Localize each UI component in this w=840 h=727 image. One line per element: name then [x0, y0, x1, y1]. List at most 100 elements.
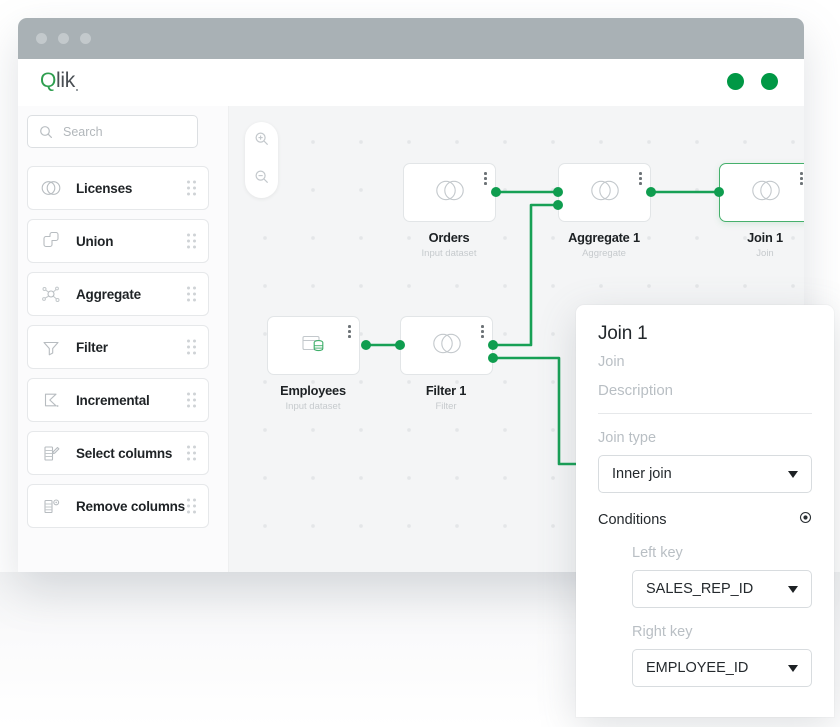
drag-handle-select-columns[interactable]	[187, 446, 196, 461]
window-close-dot[interactable]	[36, 33, 47, 44]
node-menu-employees[interactable]	[348, 325, 351, 338]
port-aggregate-1-out[interactable]	[646, 187, 656, 197]
description-field[interactable]: Description	[598, 382, 812, 399]
tool-label-union: Union	[76, 234, 113, 249]
chevron-down-icon	[788, 471, 798, 478]
join-type-select[interactable]: Inner join	[598, 455, 812, 493]
node-filter-1[interactable]	[400, 316, 493, 375]
drag-handle-remove-columns[interactable]	[187, 499, 196, 514]
logo-q-letter: Q	[40, 69, 56, 92]
panel-title: Join 1	[598, 323, 812, 345]
tool-item-remove-columns[interactable]: Remove columns	[27, 484, 209, 528]
tool-label-filter: Filter	[76, 340, 108, 355]
database-icon	[297, 330, 331, 361]
chevron-down-icon	[788, 586, 798, 593]
tool-label-licenses: Licenses	[76, 181, 132, 196]
select-columns-icon	[40, 442, 62, 464]
search-input[interactable]: Search	[27, 115, 198, 148]
drag-handle-filter[interactable]	[187, 340, 196, 355]
venn-circles-icon	[433, 177, 467, 208]
tool-item-filter[interactable]: Filter	[27, 325, 209, 369]
panel-divider	[598, 413, 812, 414]
node-aggregate-1[interactable]	[558, 163, 651, 222]
node-subtitle-employees: Input dataset	[243, 401, 383, 412]
header-actions	[727, 73, 778, 90]
node-subtitle-filter-1: Filter	[376, 401, 516, 412]
node-title-filter-1: Filter 1	[376, 383, 516, 398]
node-caption-orders: Orders Input dataset	[379, 230, 519, 259]
tool-item-aggregate[interactable]: Aggregate	[27, 272, 209, 316]
node-title-aggregate-1: Aggregate 1	[534, 230, 674, 245]
port-employees-out[interactable]	[361, 340, 371, 350]
port-orders-out[interactable]	[491, 187, 501, 197]
venn-circles-icon	[749, 177, 783, 208]
venn-circles-icon	[430, 330, 464, 361]
remove-columns-icon	[40, 495, 62, 517]
port-join-1-in[interactable]	[714, 187, 724, 197]
chevron-down-icon	[788, 665, 798, 672]
tool-label-incremental: Incremental	[76, 393, 150, 408]
aggregate-nodes-icon	[40, 283, 62, 305]
incremental-icon	[40, 389, 62, 411]
logo-trademark-dot	[76, 89, 78, 91]
node-subtitle-orders: Input dataset	[379, 248, 519, 259]
window-traffic-lights	[36, 33, 91, 44]
target-icon[interactable]	[799, 511, 812, 529]
node-employees[interactable]	[267, 316, 360, 375]
left-key-value: SALES_REP_ID	[646, 581, 753, 597]
node-join-1[interactable]	[719, 163, 804, 222]
conditions-row: Conditions	[598, 511, 812, 529]
node-title-orders: Orders	[379, 230, 519, 245]
right-key-label: Right key	[632, 624, 812, 640]
port-aggregate-1-in-top[interactable]	[553, 187, 563, 197]
tool-item-select-columns[interactable]: Select columns	[27, 431, 209, 475]
status-dot-2-icon[interactable]	[761, 73, 778, 90]
tool-item-union[interactable]: Union	[27, 219, 209, 263]
tool-label-remove-columns: Remove columns	[76, 499, 185, 514]
funnel-icon	[40, 336, 62, 358]
window-minimize-dot[interactable]	[58, 33, 69, 44]
node-title-employees: Employees	[243, 383, 383, 398]
tool-item-incremental[interactable]: Incremental	[27, 378, 209, 422]
node-menu-aggregate-1[interactable]	[639, 172, 642, 185]
drag-handle-union[interactable]	[187, 234, 196, 249]
drag-handle-incremental[interactable]	[187, 393, 196, 408]
qlik-logo[interactable]: Qlik	[40, 69, 78, 93]
drag-handle-aggregate[interactable]	[187, 287, 196, 302]
panel-subtitle: Join	[598, 354, 812, 370]
right-key-select[interactable]: EMPLOYEE_ID	[632, 649, 812, 687]
port-filter-1-out-bottom[interactable]	[488, 353, 498, 363]
venn-circles-icon	[40, 177, 62, 199]
drag-handle-licenses[interactable]	[187, 181, 196, 196]
node-menu-orders[interactable]	[484, 172, 487, 185]
app-header: Qlik	[18, 59, 804, 107]
search-icon	[39, 125, 53, 139]
port-aggregate-1-in-bottom[interactable]	[553, 200, 563, 210]
node-subtitle-aggregate-1: Aggregate	[534, 248, 674, 259]
node-orders[interactable]	[403, 163, 496, 222]
zoom-in-icon[interactable]	[254, 131, 270, 152]
zoom-controls	[245, 122, 278, 198]
zoom-out-icon[interactable]	[254, 169, 270, 190]
search-placeholder: Search	[63, 125, 103, 139]
window-titlebar	[18, 18, 804, 59]
node-caption-join-1: Join 1 Join	[695, 230, 804, 259]
edge-filter-to-aggregate	[493, 205, 558, 345]
node-caption-filter-1: Filter 1 Filter	[376, 383, 516, 412]
logo-text: lik	[56, 69, 75, 92]
node-menu-filter-1[interactable]	[481, 325, 484, 338]
node-caption-aggregate-1: Aggregate 1 Aggregate	[534, 230, 674, 259]
window-maximize-dot[interactable]	[80, 33, 91, 44]
properties-panel: Join 1 Join Description Join type Inner …	[576, 305, 834, 717]
left-key-select[interactable]: SALES_REP_ID	[632, 570, 812, 608]
tool-item-licenses[interactable]: Licenses	[27, 166, 209, 210]
port-filter-1-in[interactable]	[395, 340, 405, 350]
node-title-join-1: Join 1	[695, 230, 804, 245]
conditions-label: Conditions	[598, 512, 667, 528]
node-menu-join-1[interactable]	[800, 172, 803, 185]
status-dot-1-icon[interactable]	[727, 73, 744, 90]
union-shapes-icon	[40, 230, 62, 252]
tool-list: Licenses Union	[27, 166, 209, 537]
port-filter-1-out-top[interactable]	[488, 340, 498, 350]
